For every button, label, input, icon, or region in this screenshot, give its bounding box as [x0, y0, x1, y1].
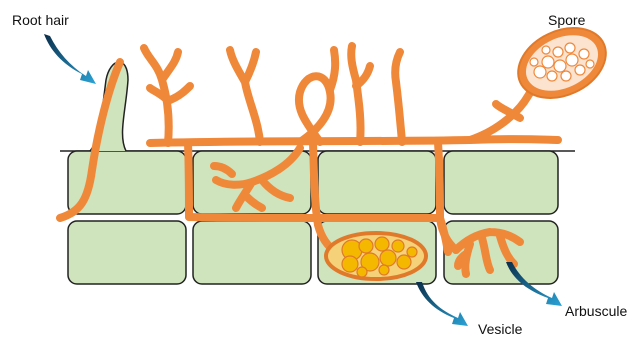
spore-label: Spore [548, 12, 586, 28]
spore-globule [566, 54, 578, 66]
root-cell [318, 151, 436, 214]
spore-globule [586, 60, 594, 68]
hypha-branch [144, 48, 190, 143]
vesicle-globule [375, 237, 389, 251]
vesicle-globule [380, 250, 396, 266]
hypha-branch [230, 50, 260, 142]
root-cell [444, 151, 558, 214]
root-cell [193, 221, 311, 284]
spore-globule [547, 71, 557, 81]
hypha-branch [395, 52, 402, 142]
spore-globule [579, 49, 589, 59]
main-hypha [150, 139, 558, 143]
spore-globule [553, 47, 563, 57]
hypha-branch [299, 50, 335, 142]
spore-globule [561, 71, 571, 81]
vesicle-globule [357, 267, 367, 277]
vesicle-arrow [416, 282, 468, 326]
vesicle [326, 233, 426, 279]
root-hair-label: Root hair [12, 12, 69, 28]
vesicle-globule [407, 247, 417, 257]
vesicle-globule [359, 239, 373, 253]
vesicle-globule [342, 256, 358, 272]
root-hair-arrow [44, 34, 96, 84]
spore-globule [542, 46, 550, 54]
spore-globule [542, 56, 554, 68]
spore-globule [554, 60, 566, 72]
intercellular-hypha [189, 217, 440, 218]
spore-globule [575, 65, 585, 75]
spore-globule [530, 58, 538, 66]
spore-globule [565, 43, 575, 53]
vesicle-globule [379, 265, 389, 275]
arbuscule-label: Arbuscule [565, 303, 627, 319]
vesicle-label: Vesicle [478, 321, 523, 337]
vesicle-globule [392, 240, 404, 252]
vesicle-globule [397, 255, 411, 269]
intercellular-hypha [188, 143, 189, 217]
hypha-branch [351, 46, 370, 142]
root-cell [68, 221, 186, 284]
spore-globule [534, 66, 546, 78]
